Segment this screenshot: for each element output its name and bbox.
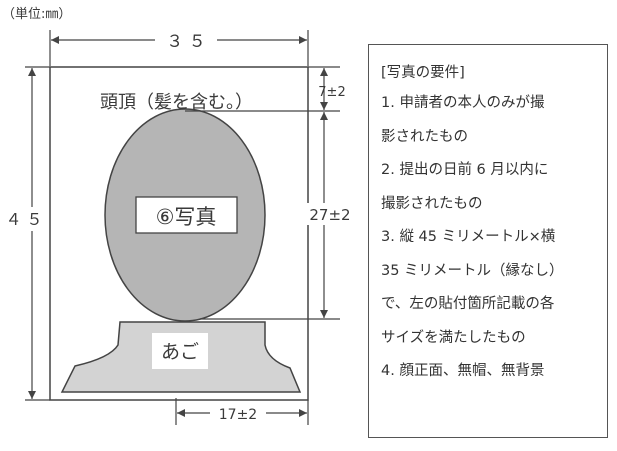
photo-label: ⑥写真	[156, 205, 217, 229]
top-margin-label: 7±2	[318, 85, 345, 100]
chin-label: あご	[161, 341, 199, 363]
requirements-title: [写真の要件]	[381, 65, 465, 81]
requirement-line: 撮影されたもの	[381, 195, 483, 212]
requirement-line: 2. 提出の日前 6 月以内に	[381, 162, 549, 178]
photo-frame	[49, 66, 309, 401]
requirement-line: サイズを満たしたもの	[381, 329, 526, 346]
requirements-box: [写真の要件] 1. 申請者の本人のみが撮 影されたもの 2. 提出の日前 6 …	[368, 44, 608, 438]
requirement-line: 3. 縦 45 ミリメートル×横	[381, 229, 556, 245]
width-label: ３ ５	[166, 32, 205, 52]
height-label: ４ ５	[5, 210, 42, 229]
chin-label-box	[152, 333, 208, 369]
requirement-line: 35 ミリメートル（縁なし）	[381, 262, 564, 279]
requirement-line: 1. 申請者の本人のみが撮	[381, 95, 545, 111]
requirement-line: で、左の貼付箇所記載の各	[381, 296, 555, 312]
unit-note: （単位:㎜）	[2, 6, 71, 22]
requirement-line: 4. 顔正面、無帽、無背景	[381, 363, 545, 379]
face-height-label: 27±2	[309, 206, 350, 224]
chin-offset-label: 17±2	[219, 407, 257, 423]
requirement-line: 影されたもの	[381, 128, 468, 145]
crown-label: 頭頂（髪を含む。）	[100, 91, 253, 113]
photo-label-box	[135, 196, 238, 234]
